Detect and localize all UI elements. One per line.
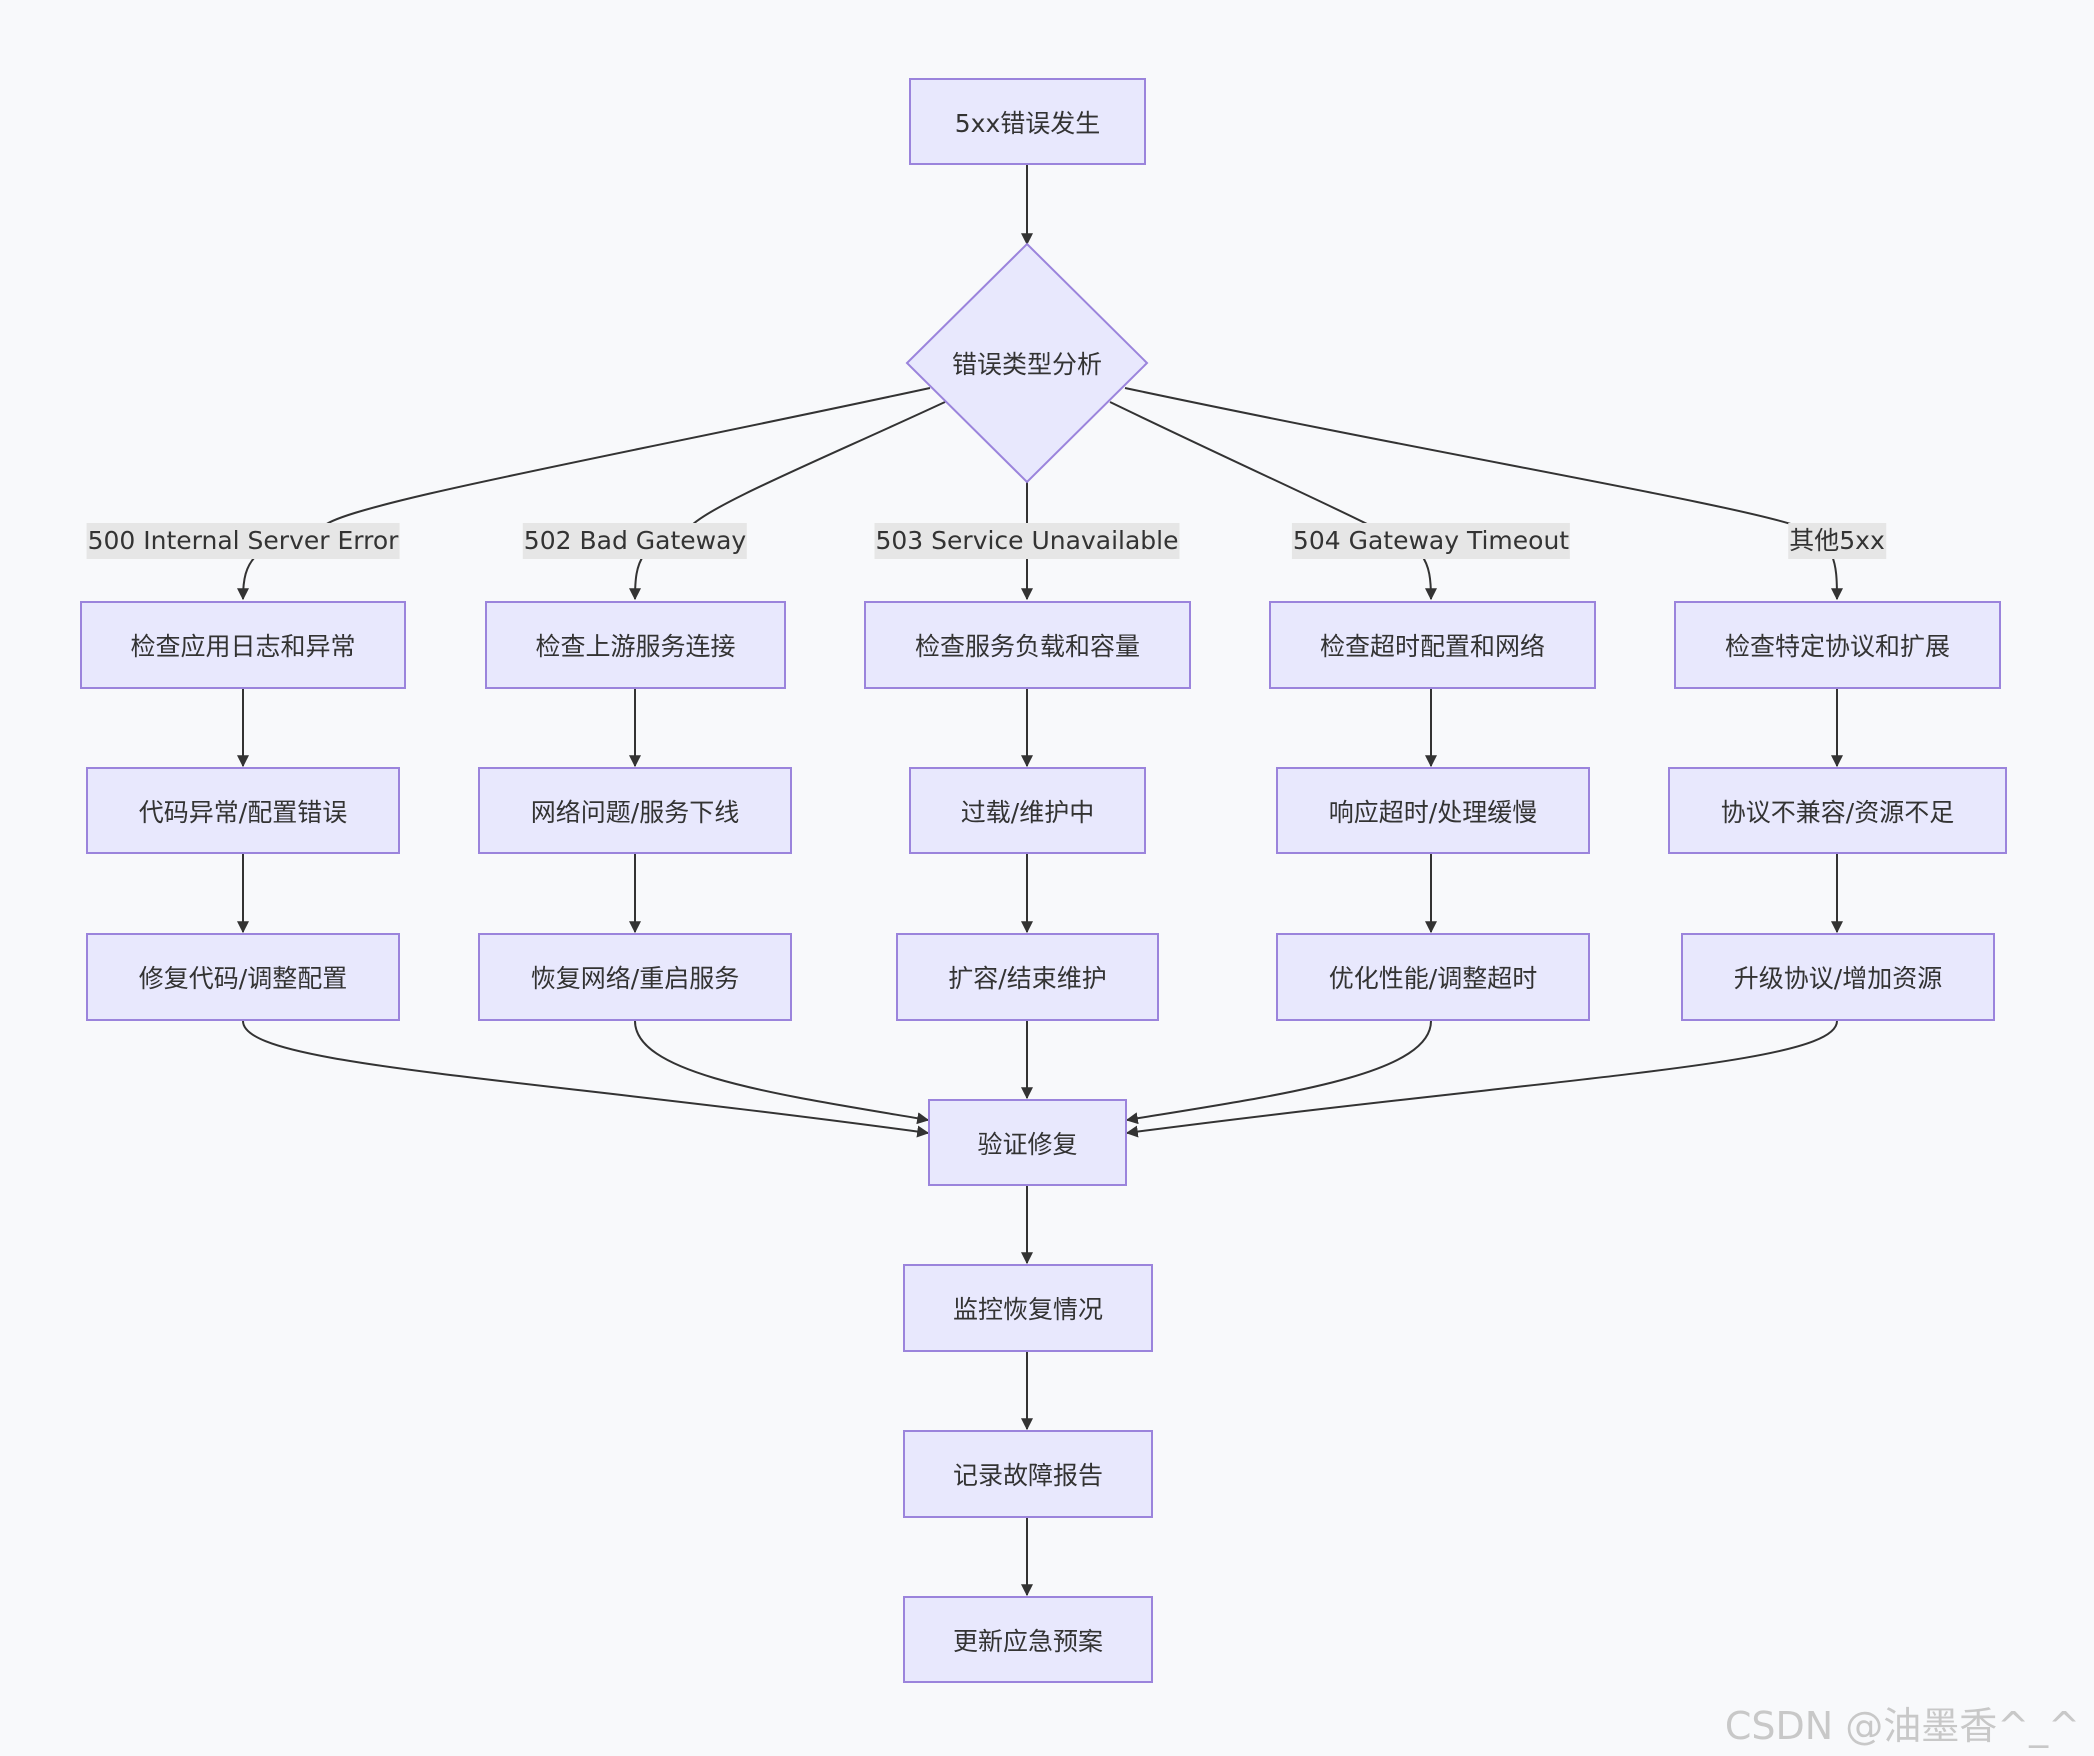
verify-node: 验证修复 (928, 1099, 1127, 1186)
fix-node-other: 升级协议/增加资源 (1681, 933, 1995, 1021)
fix-node-504: 优化性能/调整超时 (1276, 933, 1590, 1021)
report-node: 记录故障报告 (903, 1430, 1153, 1518)
check-node-500: 检查应用日志和异常 (80, 601, 406, 689)
check-node-504: 检查超时配置和网络 (1269, 601, 1596, 689)
edge-label-503: 503 Service Unavailable (874, 523, 1180, 559)
fix-node-500: 修复代码/调整配置 (86, 933, 400, 1021)
edge-fix-verify-500 (242, 1020, 930, 1138)
cause-node-500: 代码异常/配置错误 (86, 767, 400, 854)
decision-diamond (905, 242, 1149, 484)
check-node-502: 检查上游服务连接 (485, 601, 786, 689)
edge-decision-other (1124, 387, 1843, 601)
update-node: 更新应急预案 (903, 1596, 1153, 1683)
decision-node-label: 错误类型分析 (951, 350, 1103, 379)
edge-fix-verify-504 (1125, 1020, 1432, 1125)
edge-decision-502 (629, 401, 946, 601)
edge-fix-verify-502 (634, 1020, 930, 1125)
watermark: CSDN @油墨香^_^ (1724, 1704, 2080, 1748)
edge-label-other: 其他5xx (1788, 523, 1886, 559)
monitor-node: 监控恢复情况 (903, 1264, 1153, 1352)
edge-label-502: 502 Bad Gateway (522, 523, 748, 559)
check-node-503: 检查服务负载和容量 (864, 601, 1191, 689)
cause-node-504: 响应超时/处理缓慢 (1276, 767, 1590, 854)
edge-decision-500 (237, 387, 931, 601)
edge-fix-verify-other (1125, 1020, 1838, 1138)
start-node: 5xx错误发生 (909, 78, 1146, 165)
cause-node-503: 过载/维护中 (909, 767, 1146, 854)
check-node-other: 检查特定协议和扩展 (1674, 601, 2001, 689)
fix-node-503: 扩容/结束维护 (896, 933, 1159, 1021)
fix-node-502: 恢复网络/重启服务 (478, 933, 792, 1021)
edge-decision-504 (1109, 401, 1437, 601)
cause-node-other: 协议不兼容/资源不足 (1668, 767, 2007, 854)
edge-label-504: 504 Gateway Timeout (1291, 523, 1571, 559)
cause-node-502: 网络问题/服务下线 (478, 767, 792, 854)
edge-label-500: 500 Internal Server Error (86, 523, 400, 559)
